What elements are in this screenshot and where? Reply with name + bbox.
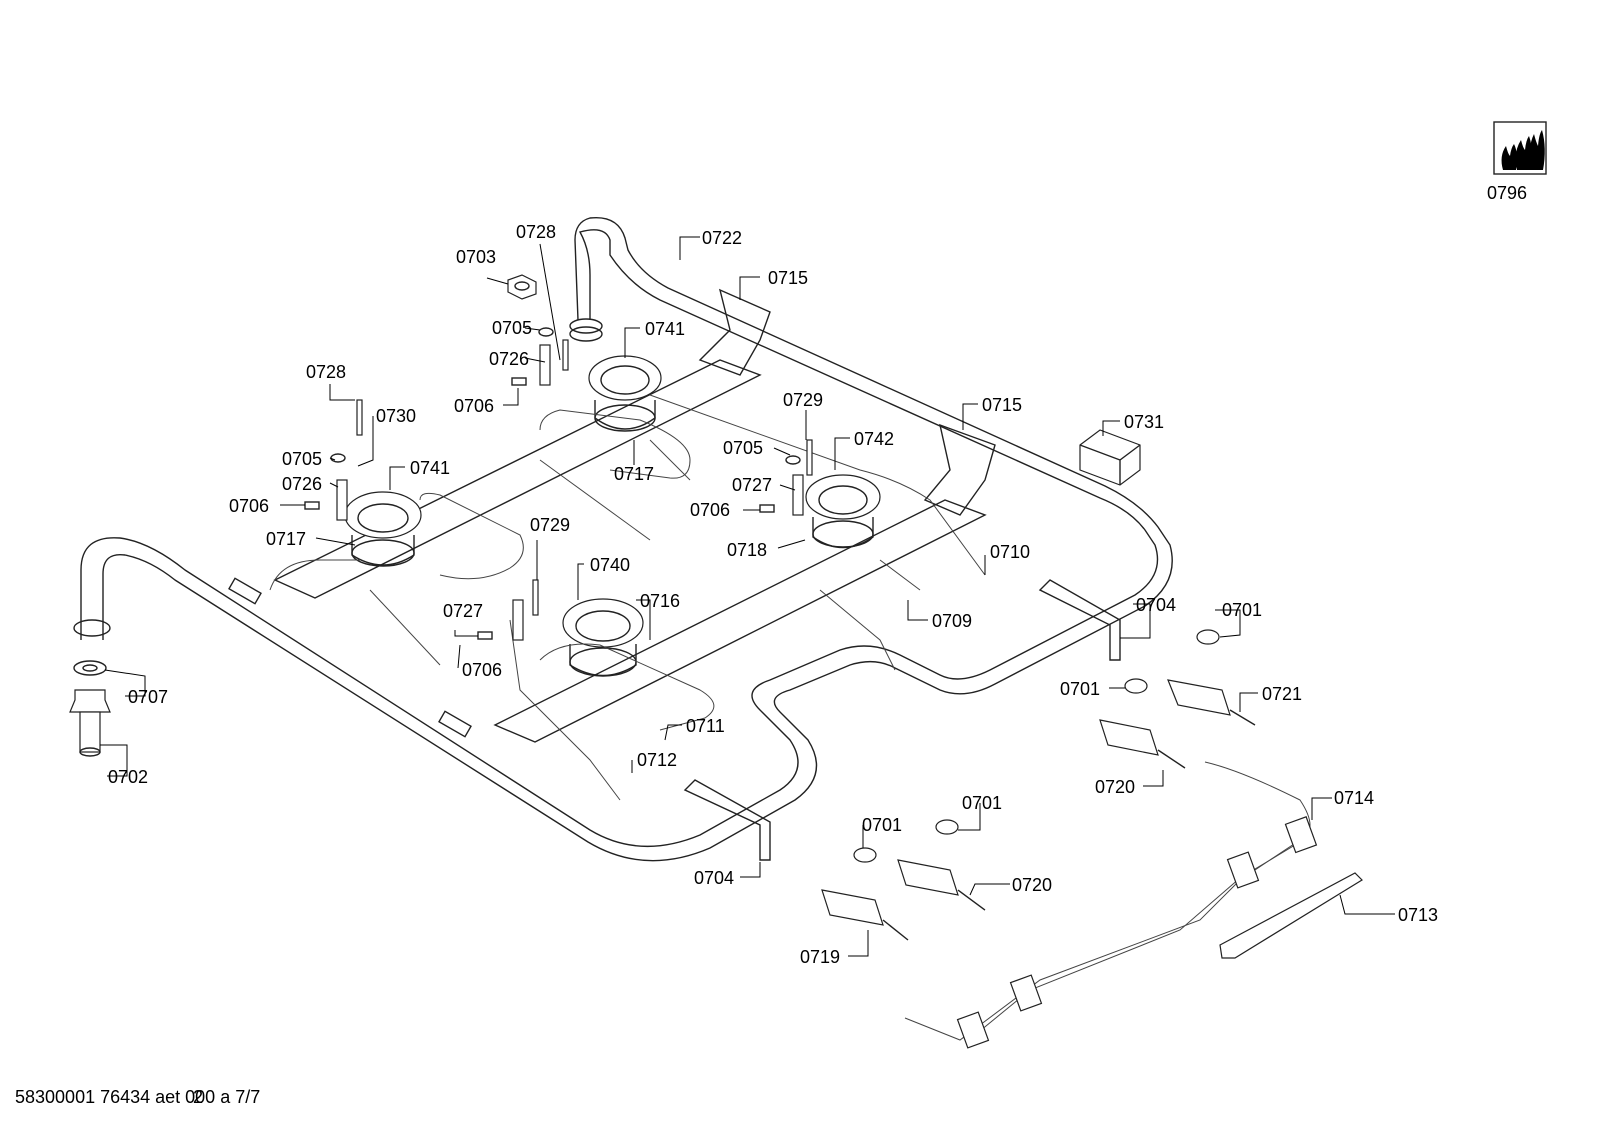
callout-0705: 0705 (723, 438, 763, 458)
callout-0730: 0730 (376, 406, 416, 426)
strip-0713 (1219, 872, 1363, 959)
callout-0722: 0722 (702, 228, 742, 248)
module-0731 (1079, 429, 1141, 486)
callout-0720: 0720 (1095, 777, 1135, 797)
connector-0702 (69, 689, 111, 757)
callout-0706: 0706 (229, 496, 269, 516)
leader-lines (100, 236, 1395, 957)
gas-flame-icon (1493, 121, 1547, 175)
hex-nut-0703 (507, 274, 537, 300)
callout-0709: 0709 (932, 611, 972, 631)
callout-0728: 0728 (306, 362, 346, 382)
callout-0740: 0740 (590, 555, 630, 575)
footer-text: 58300001 76434 aet 000 a 7/7 (15, 1087, 261, 1107)
callout-0712: 0712 (637, 750, 677, 770)
callout-0701: 0701 (1222, 600, 1262, 620)
callout-0727: 0727 (443, 601, 483, 621)
callout-0741: 0741 (410, 458, 450, 478)
callout-0721: 0721 (1262, 684, 1302, 704)
rings-0701 (853, 629, 1220, 863)
callout-0711: 0711 (686, 716, 725, 736)
callout-0719: 0719 (800, 947, 840, 967)
callout-0704: 0704 (694, 868, 734, 888)
callout-0706: 0706 (454, 396, 494, 416)
callout-0706: 0706 (462, 660, 502, 680)
drawing-number-footer: 58300001 76434 aet 000 a 7/7 2 (15, 1087, 260, 1108)
callout-0728: 0728 (516, 222, 556, 242)
callout-0706: 0706 (690, 500, 730, 520)
callout-0716: 0716 (640, 591, 680, 611)
callout-0701: 0701 (962, 793, 1002, 813)
burner-right (805, 474, 881, 549)
callout-0717: 0717 (266, 529, 306, 549)
callout-0703: 0703 (456, 247, 496, 267)
washer-0707 (73, 660, 107, 676)
callout-0720: 0720 (1012, 875, 1052, 895)
callout-0715: 0715 (982, 395, 1022, 415)
brackets-0704 (683, 579, 1121, 861)
callout-0705: 0705 (492, 318, 532, 338)
frame-tube (73, 216, 1173, 862)
callout-0731: 0731 (1124, 412, 1164, 432)
callout-0704: 0704 (1136, 595, 1176, 615)
callout-0701: 0701 (1060, 679, 1100, 699)
burner-rear-left (588, 355, 662, 432)
callout-0726: 0726 (489, 349, 529, 369)
callout-0742: 0742 (854, 429, 894, 449)
burner-left (344, 491, 422, 567)
callout-0705: 0705 (282, 449, 322, 469)
callout-0702: 0702 (108, 767, 148, 787)
gas-valves (821, 679, 1256, 941)
burner-front (562, 598, 644, 677)
support-bars (228, 288, 996, 743)
callout-0717: 0717 (614, 464, 654, 484)
callout-0710: 0710 (990, 542, 1030, 562)
callout-0729: 0729 (783, 390, 823, 410)
callout-0741: 0741 (645, 319, 685, 339)
callout-0701: 0701 (862, 815, 902, 835)
callout-0713: 0713 (1398, 905, 1438, 925)
callout-0707: 0707 (128, 687, 168, 707)
callout-labels: 0703 0728 0722 0715 0705 0741 0726 0706 … (108, 183, 1527, 967)
gas-symbol-label: 0796 (1487, 183, 1527, 203)
callout-0715: 0715 (768, 268, 808, 288)
ignition-harness-0714 (904, 761, 1318, 1049)
footer-overprint: 2 (193, 1087, 204, 1107)
gas-pipes (269, 394, 986, 801)
callout-0729: 0729 (530, 515, 570, 535)
callout-0714: 0714 (1334, 788, 1374, 808)
callout-0718: 0718 (727, 540, 767, 560)
electrodes (304, 327, 813, 641)
callout-0726: 0726 (282, 474, 322, 494)
callout-0727: 0727 (732, 475, 772, 495)
